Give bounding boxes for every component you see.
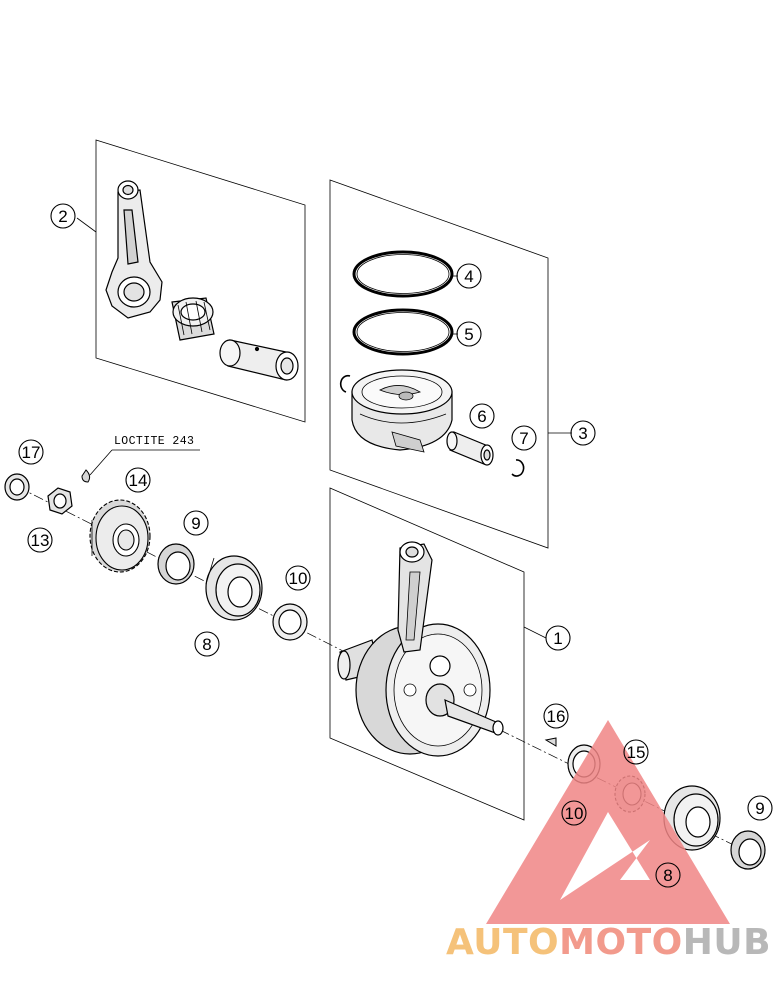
callout-label: 6 (477, 407, 486, 426)
callout-label: 17 (22, 443, 41, 462)
nut-13-icon (47, 487, 73, 515)
callout-label: 9 (755, 799, 764, 818)
callout-circle (27, 527, 53, 553)
callout-c14: 14 (125, 467, 151, 493)
crankshaft-icon (337, 541, 504, 757)
callout-c9a: 9 (183, 510, 209, 536)
callout-circle (543, 703, 569, 729)
bearing-8-left-icon (205, 555, 263, 621)
callout-c17: 17 (18, 439, 44, 465)
loctite-note: LOCTITE 243 (114, 435, 194, 448)
callout-label: 8 (663, 866, 672, 885)
callout-c8b: 8 (655, 862, 681, 888)
callout-label: 13 (31, 531, 50, 550)
callout-circle (456, 321, 482, 347)
callout-label: 5 (464, 325, 473, 344)
piston-pin-small-icon (446, 431, 494, 466)
callout-circle (183, 510, 209, 536)
callout-circle (545, 625, 571, 651)
callout-circle (747, 795, 773, 821)
callout-label: 1 (553, 629, 562, 648)
piston-circlip-right-icon (511, 459, 525, 477)
callout-circle (570, 420, 596, 446)
loctite-drop-icon (81, 469, 91, 483)
piston-circlip-left-icon (339, 374, 351, 393)
needle-bearing-icon (171, 297, 215, 341)
callout-circle (50, 203, 76, 229)
watermark-logo (486, 720, 730, 924)
callout-circle (285, 565, 311, 591)
callout-circle (561, 800, 587, 826)
connecting-rod-icon (105, 180, 163, 319)
callout-label: 14 (129, 471, 148, 490)
callout-c15: 15 (623, 739, 649, 765)
callout-c10a: 10 (285, 565, 311, 591)
callout-c13: 13 (27, 527, 53, 553)
callout-circle (623, 739, 649, 765)
callout-label: 16 (547, 707, 566, 726)
seal-9-left-icon (157, 543, 195, 585)
callout-circle (125, 467, 151, 493)
panel-crankshaft-group (329, 487, 525, 821)
callout-circle (469, 403, 495, 429)
piston-ring-second-icon (352, 308, 454, 356)
panel-connecting-rod-group (95, 139, 306, 423)
piston-pin-icon (219, 339, 299, 381)
callout-label: 8 (202, 635, 211, 654)
callout-c8a: 8 (194, 631, 220, 657)
callout-label: 4 (464, 267, 473, 286)
shim-10-left-icon (272, 603, 308, 641)
callout-circle (655, 862, 681, 888)
callout-label: 9 (191, 514, 200, 533)
callout-c9b: 9 (747, 795, 773, 821)
seal-9-right-icon (730, 830, 766, 870)
callout-c3: 3 (570, 420, 596, 446)
watermark-part-hub: HUB (683, 922, 771, 963)
watermark-part-moto: MOTO (559, 922, 683, 963)
seal-ring-17-icon (4, 473, 30, 501)
gear-14-icon (89, 499, 151, 573)
callout-label: 3 (578, 424, 587, 443)
callout-c6: 6 (469, 403, 495, 429)
callout-circle (456, 263, 482, 289)
callout-c2: 2 (50, 203, 76, 229)
piston-ring-top-icon (352, 250, 454, 298)
woodruff-key-16-icon (544, 737, 557, 747)
callout-c1: 1 (545, 625, 571, 651)
callout-c5: 5 (456, 321, 482, 347)
callout-circle (511, 425, 537, 451)
callout-c7: 7 (511, 425, 537, 451)
callout-circle (18, 439, 44, 465)
callout-label: 2 (58, 207, 67, 226)
callout-c4: 4 (456, 263, 482, 289)
callout-label: 10 (565, 804, 584, 823)
callout-label: 15 (627, 743, 646, 762)
callout-c10b: 10 (561, 800, 587, 826)
leader-lines (76, 217, 572, 639)
watermark-text: AUTOMOTOHUB (446, 922, 771, 963)
piston-icon (351, 369, 453, 453)
callout-label: 7 (519, 429, 528, 448)
callout-c16: 16 (543, 703, 569, 729)
watermark-part-auto: AUTO (446, 922, 559, 963)
callout-markers: 1 2 3 4 5 6 7 8 8 9 9 10 10 13 14 15 16 17 (18, 203, 773, 888)
callout-label: 10 (289, 569, 308, 588)
callout-circle (194, 631, 220, 657)
panel-piston-group (329, 179, 549, 549)
